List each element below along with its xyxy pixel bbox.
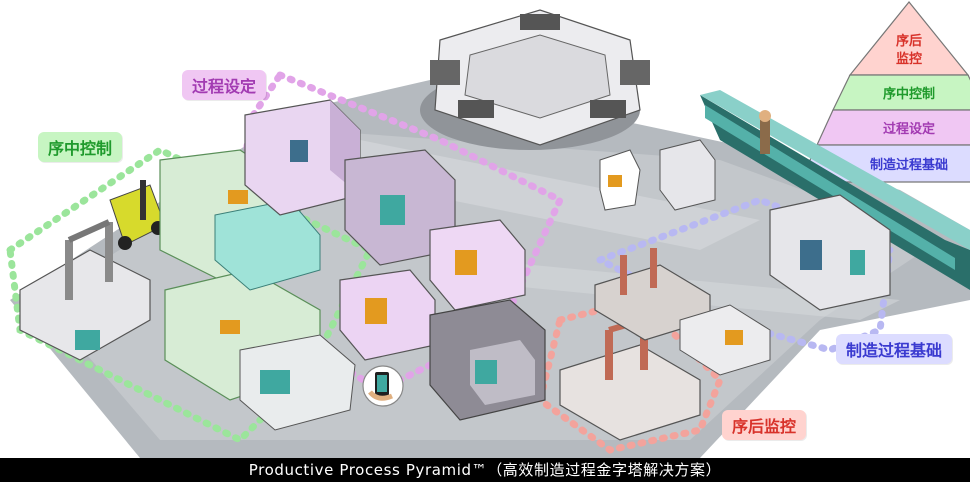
pyramid-level-3: 过程设定	[883, 121, 935, 137]
label-manufacturing-foundation: 制造过程基础	[836, 334, 953, 364]
pyramid-level-1-line2: 监控	[896, 51, 922, 67]
blue-machine	[599, 139, 891, 311]
red-zone-cmm	[559, 248, 771, 441]
factory-illustration: 序后 监控 序中控制 过程设定 制造过程基础	[6, 1, 970, 458]
caption-bar: Productive Process Pyramid™（高效制造过程金字塔解决方…	[0, 458, 970, 482]
pyramid-level-1-line1: 序后	[896, 33, 922, 49]
robotic-cell	[420, 9, 650, 150]
conveyor-belt	[700, 90, 970, 290]
label-sequence-control: 序中控制	[38, 132, 123, 162]
forklift	[109, 180, 166, 250]
label-post-monitoring: 序后监控	[722, 410, 807, 440]
purple-machines	[244, 99, 546, 421]
caption-text: Productive Process Pyramid™（高效制造过程金字塔解决方…	[248, 461, 722, 479]
label-process-setting: 过程设定	[182, 70, 267, 100]
pyramid-level-4: 制造过程基础	[870, 157, 948, 173]
tablet-icon	[362, 365, 404, 407]
process-pyramid: 序后 监控 序中控制 过程设定 制造过程基础	[799, 1, 970, 183]
cmm-station	[19, 219, 151, 361]
pyramid-level-2: 序中控制	[883, 86, 935, 102]
